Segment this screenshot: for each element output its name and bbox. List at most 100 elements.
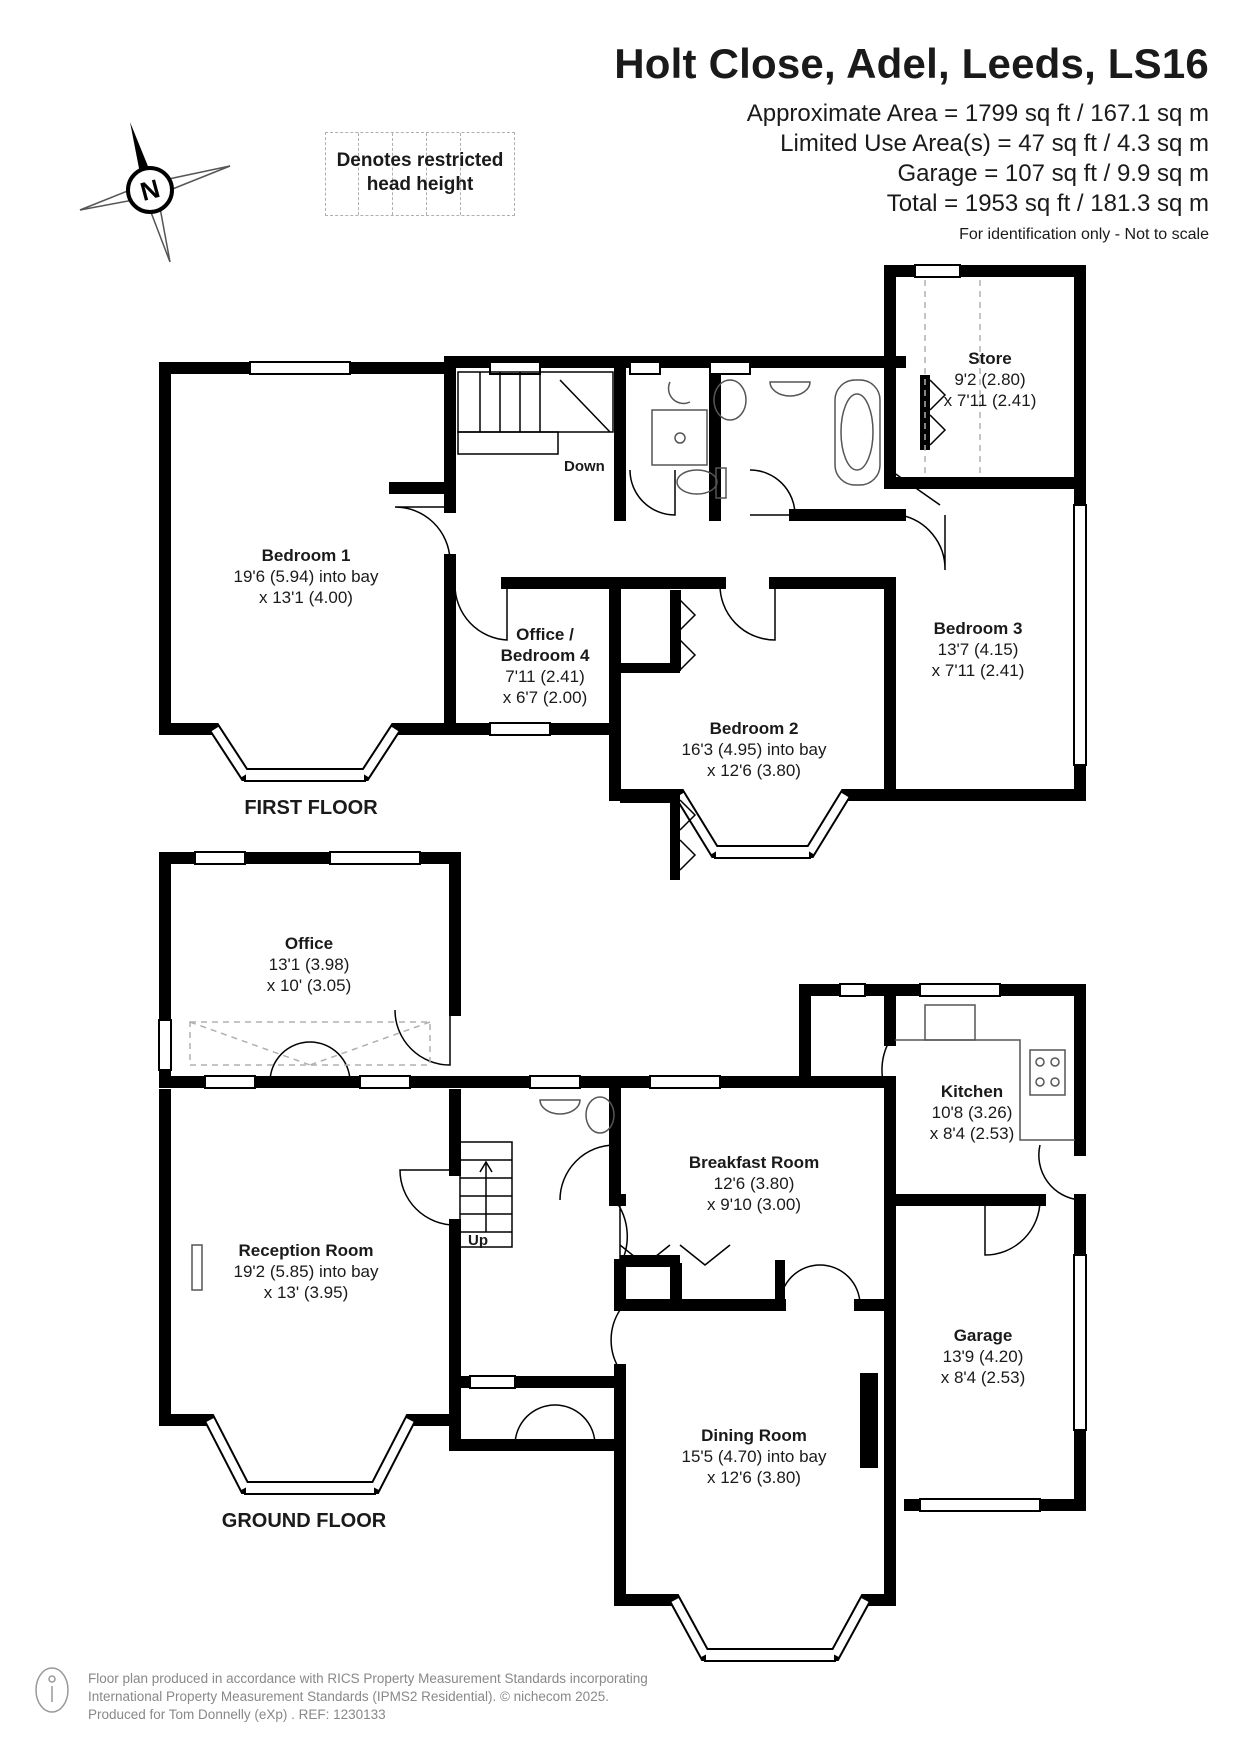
fireplace <box>191 1244 203 1291</box>
room-name: Office / <box>516 625 574 644</box>
shower-tray <box>651 409 708 466</box>
window <box>919 1498 1041 1512</box>
window <box>249 361 351 375</box>
room-name: Bedroom 4 <box>500 646 590 665</box>
room-label-bedroom1: Bedroom 1 19'6 (5.94) into bay x 13'1 (4… <box>233 545 378 608</box>
room-label-office-bedroom4: Office / Bedroom 4 7'11 (2.41) x 6'7 (2.… <box>501 624 590 708</box>
room-name: Office <box>284 934 334 953</box>
room-dimension: x 8'4 (2.53) <box>940 1368 1026 1387</box>
kitchen-worktop <box>895 1039 1075 1141</box>
toilet-ground-floor <box>585 1096 615 1134</box>
window <box>489 722 551 736</box>
room-name: Garage <box>953 1326 1013 1345</box>
room-dimension: x 10' (3.05) <box>266 976 352 995</box>
stairs-ground-floor <box>459 1141 513 1248</box>
door-store <box>889 469 941 506</box>
footer-disclaimer: Floor plan produced in accordance with R… <box>88 1670 648 1724</box>
approx-area: Approximate Area = 1799 sq ft / 167.1 sq… <box>746 100 1209 127</box>
door-bedroom2 <box>719 582 776 641</box>
window <box>714 845 811 859</box>
footer-line-1: Floor plan produced in accordance with R… <box>88 1671 648 1686</box>
room-name: Bedroom 1 <box>261 546 351 565</box>
window <box>649 1075 721 1089</box>
limited-use-area: Limited Use Area(s) = 47 sq ft / 4.3 sq … <box>780 130 1209 157</box>
room-name: Breakfast Room <box>688 1153 820 1172</box>
wardrobes <box>620 590 682 1305</box>
window <box>329 851 421 865</box>
room-dimension: 13'7 (4.15) <box>937 640 1019 659</box>
room-dimension: 19'2 (5.85) into bay <box>233 1262 379 1281</box>
window <box>469 1375 516 1389</box>
kitchen-sink <box>924 1004 976 1041</box>
door-kitchen <box>881 1039 891 1101</box>
bedroom1-wall <box>159 362 456 735</box>
stairs-down-label: Down <box>564 458 605 475</box>
person-icon <box>35 1667 69 1713</box>
room-dimension: x 7'11 (2.41) <box>943 391 1037 410</box>
store-bedroom3-outer-wall <box>884 265 1086 801</box>
window <box>704 1648 836 1662</box>
ground-floor-label: GROUND FLOOR <box>221 1510 387 1532</box>
scale-note: For identification only - Not to scale <box>959 226 1209 243</box>
bathroom-fixtures <box>191 379 1075 1291</box>
window <box>244 1481 376 1495</box>
window <box>158 1019 172 1071</box>
door-front-double <box>514 1404 596 1446</box>
window <box>709 361 751 375</box>
bath-tub <box>834 379 881 486</box>
window <box>489 361 541 375</box>
door-office <box>394 1009 451 1066</box>
window <box>1073 1254 1087 1431</box>
room-name: Store <box>968 349 1012 368</box>
room-dimension: x 7'11 (2.41) <box>931 661 1025 680</box>
window <box>914 264 961 278</box>
bath-inner <box>840 393 874 471</box>
compass-ring <box>126 166 174 214</box>
room-label-bedroom2: Bedroom 2 16'3 (4.95) into bay x 12'6 (3… <box>681 718 826 781</box>
toilet-first-floor <box>676 469 718 495</box>
door-reception <box>399 1169 456 1226</box>
room-label-garage: Garage 13'9 (4.20) x 8'4 (2.53) <box>941 1325 1026 1388</box>
office-outer-wall <box>159 852 461 1081</box>
door-office-bed4 <box>454 584 508 641</box>
toilet-upper <box>713 379 747 421</box>
footer-line-3: Produced for Tom Donnelly (eXp) . REF: 1… <box>88 1707 386 1722</box>
room-dimension: x 6'7 (2.00) <box>502 688 588 707</box>
door-bathroom <box>749 469 796 516</box>
room-dimension: 19'6 (5.94) into bay <box>233 567 379 586</box>
area-summary: Approximate Area = 1799 sq ft / 167.1 sq… <box>747 99 1209 219</box>
property-title: Holt Close, Adel, Leeds, LS16 <box>614 40 1209 87</box>
compass-icon: N <box>79 122 231 263</box>
window <box>919 983 1001 997</box>
legend-label: Denotes restricted head height <box>326 149 514 197</box>
room-dimension: 13'1 (3.98) <box>268 955 350 974</box>
stairs-up-label: Up <box>468 1232 488 1249</box>
stairs-first-floor <box>457 371 614 455</box>
room-dimension: 9'2 (2.80) <box>954 370 1026 389</box>
room-label-bedroom3: Bedroom 3 13'7 (4.15) x 7'11 (2.41) <box>932 618 1025 681</box>
legend-line-1: Denotes restricted <box>336 150 504 171</box>
window <box>839 983 866 997</box>
window <box>629 361 661 375</box>
room-label-dining: Dining Room 15'5 (4.70) into bay x 12'6 … <box>681 1425 826 1488</box>
door-shower-room <box>629 469 676 516</box>
window <box>529 1075 581 1089</box>
bay-window-sides <box>206 726 869 1657</box>
room-dimension: 12'6 (3.80) <box>713 1174 795 1193</box>
restricted-head-height <box>189 280 981 1066</box>
restricted-height-legend: Denotes restricted head height <box>325 132 515 216</box>
room-name: Reception Room <box>238 1241 374 1260</box>
garage-area: Garage = 107 sq ft / 9.9 sq m <box>897 160 1209 187</box>
room-dimension: x 12'6 (3.80) <box>707 1468 801 1487</box>
room-label-reception: Reception Room 19'2 (5.85) into bay x 13… <box>233 1240 378 1303</box>
legend-line-2: head height <box>366 174 474 195</box>
legend-dash-line <box>460 133 461 215</box>
basin-ground-floor <box>539 1099 581 1115</box>
room-dimension: 13'9 (4.20) <box>942 1347 1024 1366</box>
window <box>1073 504 1087 766</box>
hob <box>1029 1049 1066 1096</box>
room-label-office: Office 13'1 (3.98) x 10' (3.05) <box>267 933 352 996</box>
window <box>194 851 246 865</box>
legend-dash-line <box>358 133 359 215</box>
